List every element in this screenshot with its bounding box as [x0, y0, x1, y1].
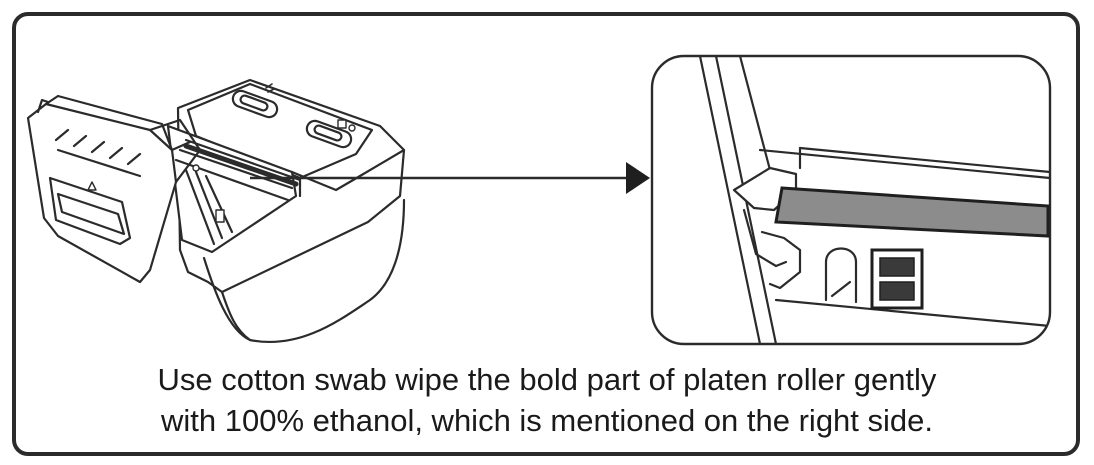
instruction-caption-line-1: Use cotton swab wipe the bold part of pl… [157, 362, 937, 397]
sensor-block [870, 248, 924, 310]
power-button-graphic [231, 83, 279, 119]
right-arrow-icon [626, 162, 650, 194]
platen-roller-detail [650, 54, 1052, 346]
platen-roller-highlight [774, 186, 1050, 238]
callout-arrow [250, 162, 650, 194]
instruction-caption-line-2: with 100% ethanol, which is mentioned on… [160, 403, 934, 438]
feed-button-graphic [305, 119, 356, 149]
